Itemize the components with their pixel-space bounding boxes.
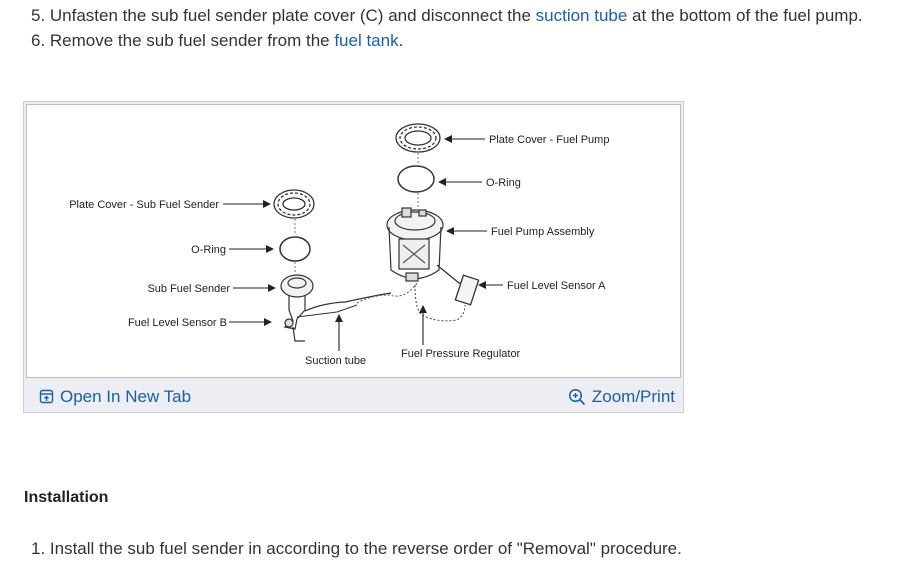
label-o-ring-fuel-pump: O-Ring (486, 177, 521, 189)
label-fuel-pressure-regulator: Fuel Pressure Regulator (401, 348, 521, 360)
removal-step-6: 6. Remove the sub fuel sender from the f… (31, 30, 403, 52)
zoom-print-label: Zoom/Print (591, 386, 675, 406)
step-6-text-end: . (398, 31, 404, 50)
plate-cover-sub-fuel-sender-part (273, 189, 315, 219)
open-in-new-tab-label: Open In New Tab (60, 386, 192, 406)
plate-cover-fuel-pump-part (395, 123, 441, 153)
fuel-pump-assembly-part (386, 207, 444, 282)
diagram-figure: Plate Cover - Fuel Pump O-Ring Fuel Pump… (23, 101, 684, 413)
open-in-new-tab-link[interactable]: Open In New Tab (39, 387, 191, 407)
o-ring-sub-fuel-sender-part (279, 236, 311, 262)
label-sub-fuel-sender: Sub Fuel Sender (147, 283, 230, 295)
fuel-pump-diagram[interactable]: Plate Cover - Fuel Pump O-Ring Fuel Pump… (26, 104, 681, 378)
step-5-text-start: 5. Unfasten the sub fuel sender plate co… (31, 6, 536, 25)
diagram-svg: Plate Cover - Fuel Pump O-Ring Fuel Pump… (69, 123, 609, 367)
step-5-text-end: at the bottom of the fuel pump. (627, 6, 863, 25)
label-o-ring-sub-fuel-sender: O-Ring (191, 244, 226, 256)
label-fuel-level-sensor-b: Fuel Level Sensor B (128, 317, 227, 329)
zoom-in-icon (568, 388, 585, 405)
fuel-level-sensor-b-part (283, 309, 306, 342)
installation-step-1: 1. Install the sub fuel sender in accord… (31, 539, 682, 558)
label-suction-tube: Suction tube (305, 355, 366, 367)
suction-tube-link[interactable]: suction tube (535, 6, 628, 25)
removal-step-5: 5. Unfasten the sub fuel sender plate co… (31, 5, 863, 27)
label-fuel-pump-assembly: Fuel Pump Assembly (491, 226, 595, 238)
installation-heading: Installation (24, 489, 109, 506)
suction-tube-part (296, 282, 418, 318)
zoom-print-link[interactable]: Zoom/Print (568, 387, 675, 407)
o-ring-fuel-pump-part (397, 165, 435, 193)
fuel-tank-link[interactable]: fuel tank (334, 31, 399, 50)
open-new-tab-icon (39, 389, 54, 404)
label-plate-cover-fuel-pump: Plate Cover - Fuel Pump (489, 134, 609, 146)
label-plate-cover-sub-fuel-sender: Plate Cover - Sub Fuel Sender (69, 199, 219, 211)
figure-toolbar: Open In New Tab Zoom/Print (24, 381, 683, 412)
sub-fuel-sender-part (280, 274, 314, 310)
step-6-text-start: 6. Remove the sub fuel sender from the (31, 31, 335, 50)
fuel-level-sensor-a-part (436, 264, 480, 306)
label-fuel-level-sensor-a: Fuel Level Sensor A (507, 280, 606, 292)
